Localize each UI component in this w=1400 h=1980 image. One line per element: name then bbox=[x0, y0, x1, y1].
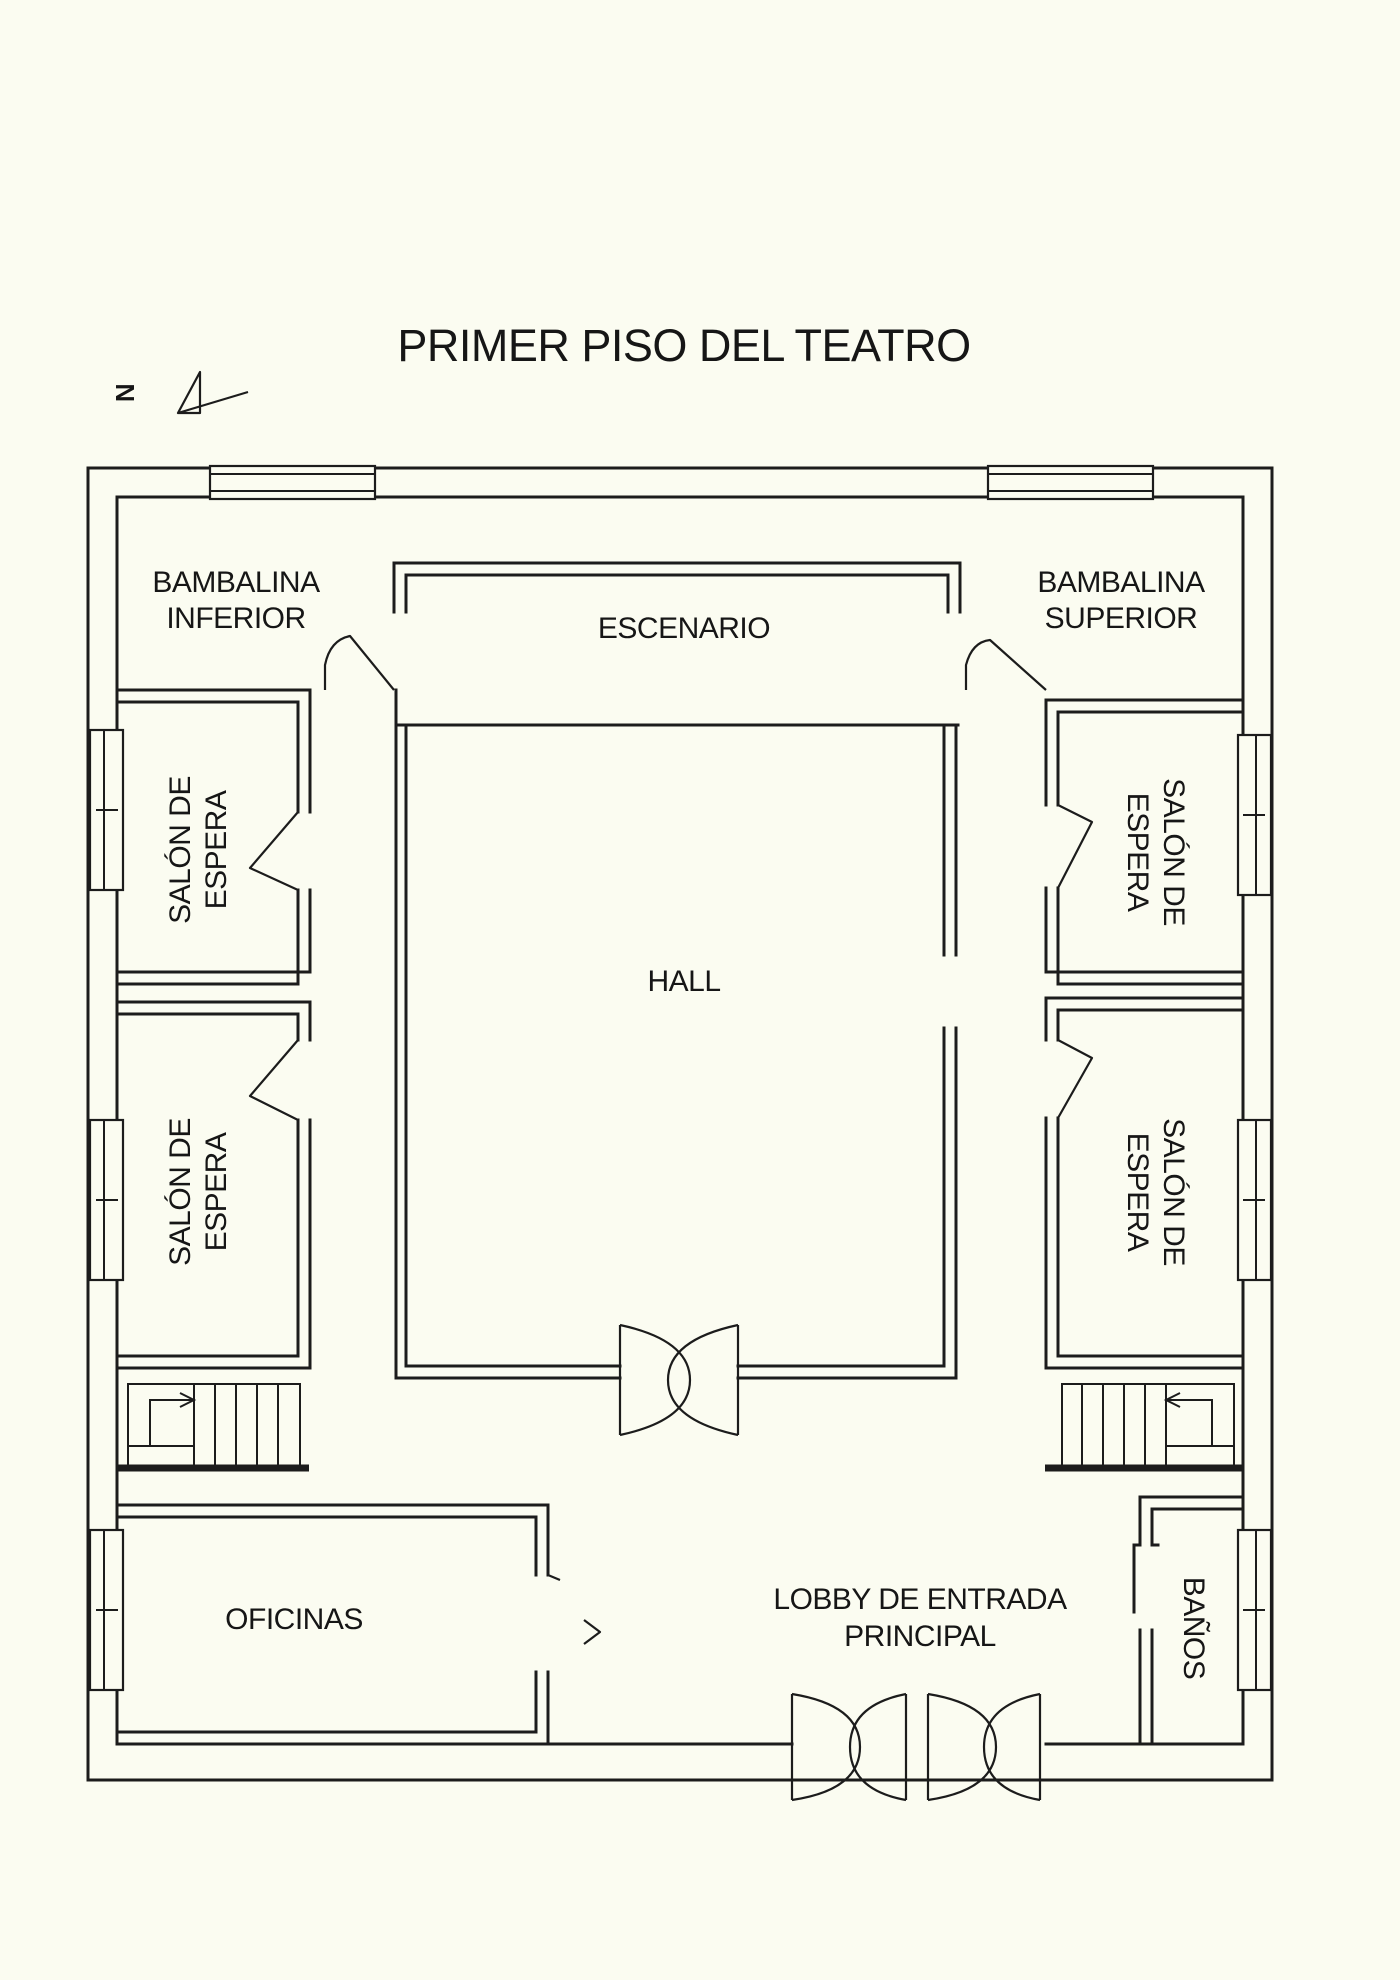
label-salon-se: SALÓN DE ESPERA bbox=[1121, 1118, 1190, 1266]
label-bambalina-superior-2: SUPERIOR bbox=[1045, 602, 1198, 635]
offices-walls bbox=[115, 1503, 602, 1746]
label-oficinas: OFICINAS bbox=[225, 1603, 363, 1636]
door-swing-icon bbox=[323, 634, 395, 691]
svg-text:ESPERA: ESPERA bbox=[1121, 793, 1154, 912]
label-lobby-1: LOBBY DE ENTRADA bbox=[773, 1583, 1067, 1616]
svg-text:ESPERA: ESPERA bbox=[200, 790, 233, 909]
stairs-icon bbox=[117, 1383, 309, 1472]
right-wing-walls bbox=[1044, 698, 1245, 1370]
label-escenario: ESCENARIO bbox=[598, 612, 770, 645]
svg-text:SALÓN DE: SALÓN DE bbox=[164, 776, 197, 924]
window-icon bbox=[88, 1528, 125, 1692]
svg-text:SALÓN DE: SALÓN DE bbox=[164, 1118, 197, 1266]
north-label: N bbox=[110, 384, 140, 402]
window-icon bbox=[1236, 1528, 1273, 1692]
window-icon bbox=[1236, 1118, 1273, 1282]
door-swing-icon bbox=[926, 1692, 1042, 1802]
label-salon-nw: SALÓN DE ESPERA bbox=[164, 776, 233, 924]
window-icon bbox=[88, 1118, 125, 1282]
svg-text:SALÓN DE: SALÓN DE bbox=[1157, 778, 1190, 926]
door-swing-icon bbox=[964, 638, 1047, 691]
stage-outline bbox=[392, 561, 962, 727]
outer-walls bbox=[86, 466, 1274, 1782]
label-bambalina-inferior-1: BAMBALINA bbox=[152, 566, 320, 599]
north-arrow-icon: N bbox=[110, 370, 249, 415]
svg-text:SALÓN DE: SALÓN DE bbox=[1157, 1118, 1190, 1266]
label-salon-ne: SALÓN DE ESPERA bbox=[1121, 778, 1190, 926]
svg-text:BAÑOS: BAÑOS bbox=[1177, 1577, 1211, 1680]
hall-walls bbox=[394, 688, 958, 1380]
label-lobby-2: PRINCIPAL bbox=[844, 1620, 996, 1653]
label-bambalina-superior-1: BAMBALINA bbox=[1037, 566, 1205, 599]
window-icon bbox=[1236, 733, 1273, 897]
label-hall: HALL bbox=[647, 965, 720, 998]
plan-title: PRIMER PISO DEL TEATRO bbox=[397, 320, 970, 371]
window-icon bbox=[986, 464, 1155, 501]
left-wing-walls bbox=[115, 688, 312, 1370]
svg-text:ESPERA: ESPERA bbox=[200, 1132, 233, 1251]
label-banos: BAÑOS bbox=[1177, 1577, 1211, 1680]
label-bambalina-inferior-2: INFERIOR bbox=[166, 602, 305, 635]
svg-text:ESPERA: ESPERA bbox=[1121, 1133, 1154, 1252]
door-swing-icon bbox=[790, 1692, 908, 1802]
bathroom-walls bbox=[1132, 1495, 1245, 1746]
door-swing-icon bbox=[618, 1323, 740, 1437]
window-icon bbox=[208, 464, 377, 501]
window-icon bbox=[88, 728, 125, 892]
label-salon-sw: SALÓN DE ESPERA bbox=[164, 1118, 233, 1266]
stairs-icon bbox=[1045, 1383, 1243, 1472]
